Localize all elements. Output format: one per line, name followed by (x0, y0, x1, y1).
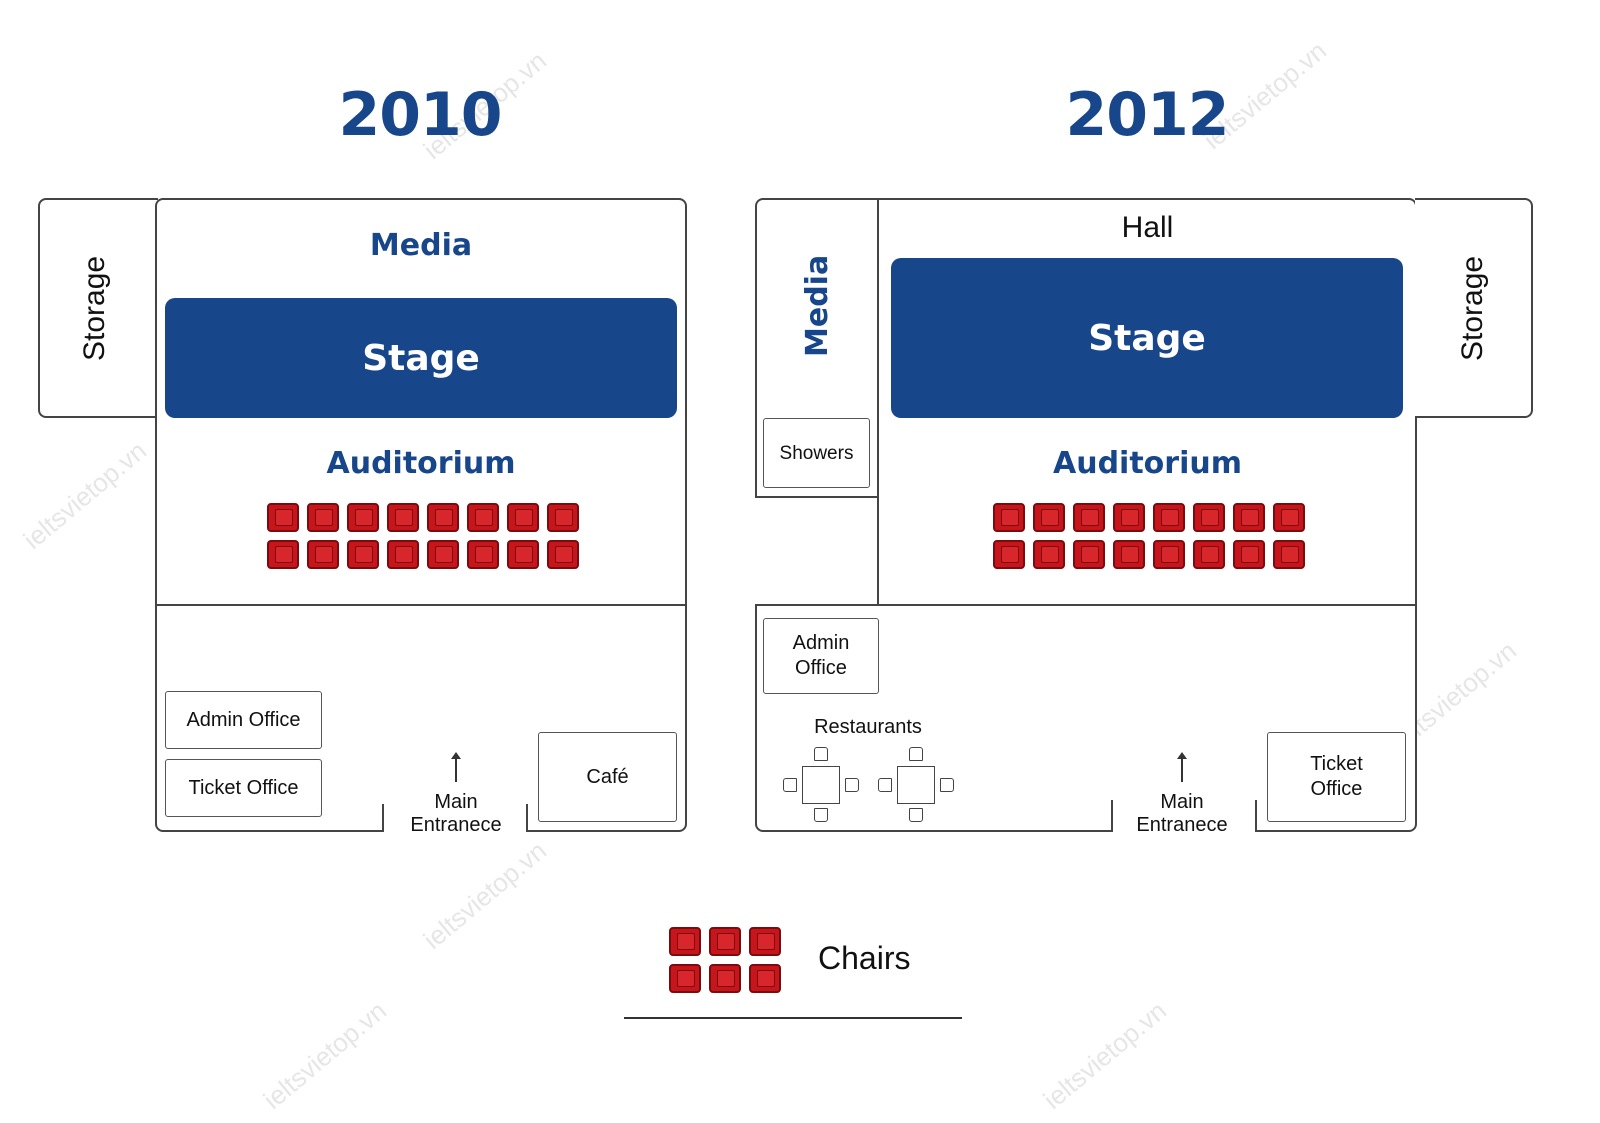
restaurant-chair-icon (783, 778, 797, 792)
chair (749, 964, 781, 993)
chair (669, 964, 701, 993)
entrance-arrowhead-2012 (1177, 752, 1187, 759)
chair (1073, 503, 1105, 532)
chair (467, 540, 499, 569)
cafe-2010: Café (538, 732, 677, 822)
chair (1273, 503, 1305, 532)
restaurant-chair-icon (909, 808, 923, 822)
entrance-arrow-2012 (1181, 754, 1183, 782)
chair (1273, 540, 1305, 569)
storage-label-2010: Storage (78, 255, 111, 361)
chair (1113, 540, 1145, 569)
chair (993, 503, 1025, 532)
chair (993, 540, 1025, 569)
admin-office-2010: Admin Office (165, 691, 322, 749)
chair (267, 540, 299, 569)
year-2010-title: 2010 (338, 80, 503, 150)
restaurant-chair-icon (814, 808, 828, 822)
chair (427, 540, 459, 569)
storage-label-2012: Storage (1456, 255, 1489, 361)
chair (427, 503, 459, 532)
chair (467, 503, 499, 532)
stage-2010: Stage (165, 298, 677, 418)
chair (1033, 540, 1065, 569)
storage-room-2010 (38, 198, 158, 418)
chair (1113, 503, 1145, 532)
chair (1233, 540, 1265, 569)
auditorium-label-2012: Auditorium (1053, 446, 1242, 481)
chair (1033, 503, 1065, 532)
watermark: ieltsvietop.vn (257, 995, 393, 1115)
hall-divider-2010 (155, 604, 687, 606)
chair (1153, 540, 1185, 569)
showers-2012: Showers (763, 418, 870, 488)
entrance-wall-right-2012 (1255, 800, 1257, 832)
entrance-arrow-2010 (455, 754, 457, 782)
chair (1233, 503, 1265, 532)
storage-room-2012 (1415, 198, 1533, 418)
auditorium-label-2010: Auditorium (326, 446, 516, 481)
entrance-gap-2012 (1113, 820, 1257, 834)
chair (669, 927, 701, 956)
chair (1193, 540, 1225, 569)
chair (387, 540, 419, 569)
auditorium-chairs-2010 (267, 503, 579, 569)
chair (709, 964, 741, 993)
main-entrance-label-2010: Main Entranece (410, 791, 502, 836)
chair (507, 503, 539, 532)
ticket-office-2010: Ticket Office (165, 759, 322, 817)
chair (547, 540, 579, 569)
legend-label: Chairs (818, 940, 911, 976)
chair (749, 927, 781, 956)
legend-underline (624, 1017, 962, 1019)
entrance-wall-left-2010 (382, 804, 384, 832)
watermark: ieltsvietop.vn (417, 835, 553, 955)
media-column-divider-2012 (877, 198, 879, 606)
restaurant-chair-icon (940, 778, 954, 792)
chair (347, 503, 379, 532)
media-label-2010: Media (369, 228, 473, 263)
restaurants-label-2012: Restaurants (814, 716, 922, 738)
chair (507, 540, 539, 569)
entrance-gap-2010 (384, 820, 528, 834)
watermark: ieltsvietop.vn (17, 435, 153, 555)
chair (347, 540, 379, 569)
hall-divider-2012 (755, 604, 1417, 606)
entrance-arrowhead-2010 (451, 752, 461, 759)
chair (1193, 503, 1225, 532)
chair (267, 503, 299, 532)
chair (307, 503, 339, 532)
year-2012-title: 2012 (1065, 80, 1230, 150)
hall-label-2012: Hall (1121, 211, 1174, 244)
entrance-wall-right-2010 (526, 804, 528, 832)
restaurant-chair-icon (814, 747, 828, 761)
entrance-wall-left-2012 (1111, 800, 1113, 832)
auditorium-chairs-2012 (993, 503, 1305, 569)
chair (1153, 503, 1185, 532)
restaurant-chair-icon (909, 747, 923, 761)
main-entrance-label-2012: Main Entranece (1136, 791, 1228, 836)
restaurant-table-icon (802, 766, 840, 804)
restaurant-table-icon (897, 766, 935, 804)
media-bottom-wall-2012 (755, 496, 879, 498)
watermark: ieltsvietop.vn (1037, 995, 1173, 1115)
chair (709, 927, 741, 956)
chair (1073, 540, 1105, 569)
stage-2012: Stage (891, 258, 1403, 418)
legend-chairs-icon (669, 927, 781, 993)
chair (547, 503, 579, 532)
ticket-office-2012: Ticket Office (1267, 732, 1406, 822)
restaurant-chair-icon (878, 778, 892, 792)
chair (307, 540, 339, 569)
admin-office-2012: Admin Office (763, 618, 879, 694)
media-label-2012: Media (800, 254, 835, 358)
chair (387, 503, 419, 532)
left-gap-2012 (753, 498, 877, 604)
restaurant-chair-icon (845, 778, 859, 792)
